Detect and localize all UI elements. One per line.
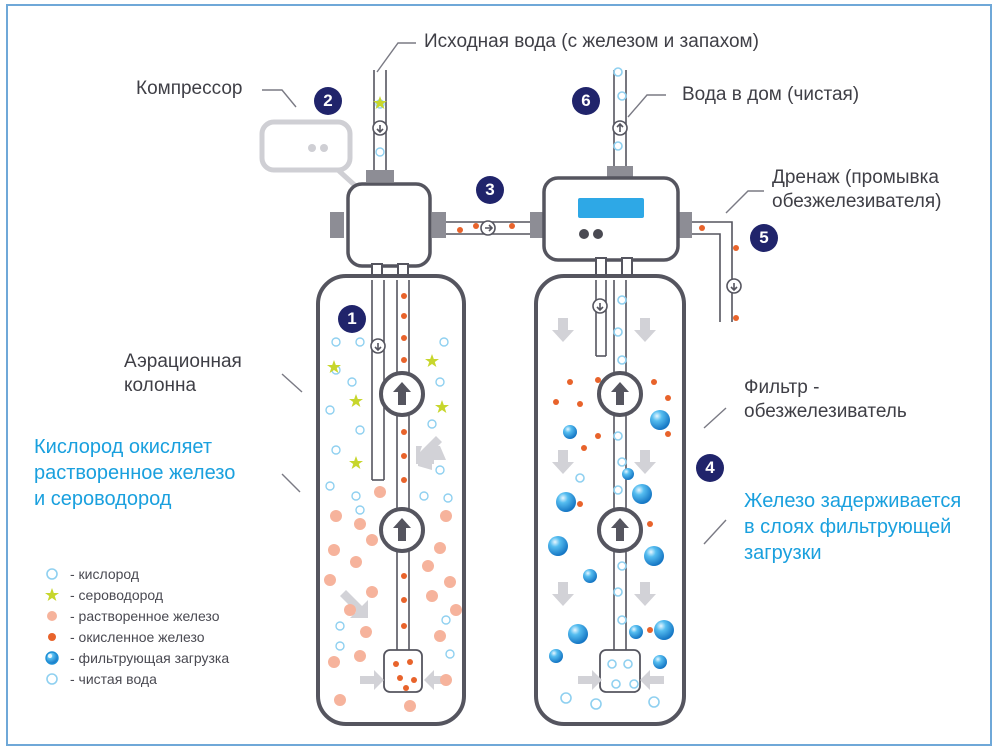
inlet-pipe (366, 70, 394, 182)
drain-pipe (692, 221, 733, 322)
oxygen-note-line3: и сероводород (34, 488, 172, 510)
clean-water-icon (46, 673, 58, 685)
iron-note-line2: в слоях фильтрующей (744, 516, 952, 538)
step-badge-3: 3 (476, 176, 504, 204)
clean-water-particles (560, 67, 660, 710)
oxidized-iron-icon (48, 633, 56, 641)
step-badge-2: 2 (314, 87, 342, 115)
legend-label: - сероводород (70, 587, 164, 603)
small-flow-arrow-icons (370, 120, 742, 354)
compressor-unit (259, 119, 362, 192)
drain-label-line1: Дренаж (промывка (772, 167, 939, 188)
hydrogen-sulfide-particles (327, 96, 449, 469)
compressor-label: Компрессор (136, 78, 243, 99)
step-badge-6: 6 (572, 87, 600, 115)
drain-label-line2: обезжелезивателя) (772, 191, 942, 212)
dissolved-iron-icon (47, 611, 57, 621)
aeration-column-label-line2: колонна (124, 375, 197, 396)
iron-note-line3: загрузки (744, 542, 822, 564)
step-badge-1: 1 (338, 305, 366, 333)
outlet-pipe (607, 70, 633, 178)
oxidized-iron-particles (393, 223, 739, 691)
step-badge-4: 4 (696, 454, 724, 482)
legend-label: - кислород (70, 566, 140, 582)
filter-media-particles (548, 410, 674, 669)
control-display (578, 198, 644, 218)
water-flow-arrows (340, 318, 664, 690)
aeration-column-label-line1: Аэрационная (124, 351, 242, 372)
iron-note-line1: Железо задерживается (744, 490, 962, 512)
flow-up-arrow-icons (379, 371, 643, 553)
legend-label: - растворенное железо (70, 608, 220, 624)
oxygen-icon (46, 568, 58, 580)
source-water-label: Исходная вода (с железом и запахом) (424, 31, 759, 52)
hydrogen-sulfide-icon (45, 588, 59, 601)
legend-label: - окисленное железо (70, 629, 205, 645)
legend-label: - фильтрующая загрузка (70, 650, 230, 666)
step-badge-5: 5 (750, 224, 778, 252)
dissolved-iron-particles (324, 486, 462, 712)
aeration-head (330, 182, 446, 283)
diagram-frame (6, 4, 992, 746)
filter-control-head (530, 176, 692, 281)
filter-label-line1: Фильтр - (744, 377, 820, 398)
house-water-label: Вода в дом (чистая) (682, 84, 860, 105)
oxygen-note-line1: Кислород окисляет (34, 436, 213, 458)
oxygen-note-line2: растворенное железо (34, 462, 236, 484)
legend-label: - чистая вода (70, 671, 157, 687)
leader-lines (262, 42, 764, 545)
filter-media-icon (45, 651, 59, 665)
filter-label-line2: обезжелезиватель (744, 401, 907, 422)
